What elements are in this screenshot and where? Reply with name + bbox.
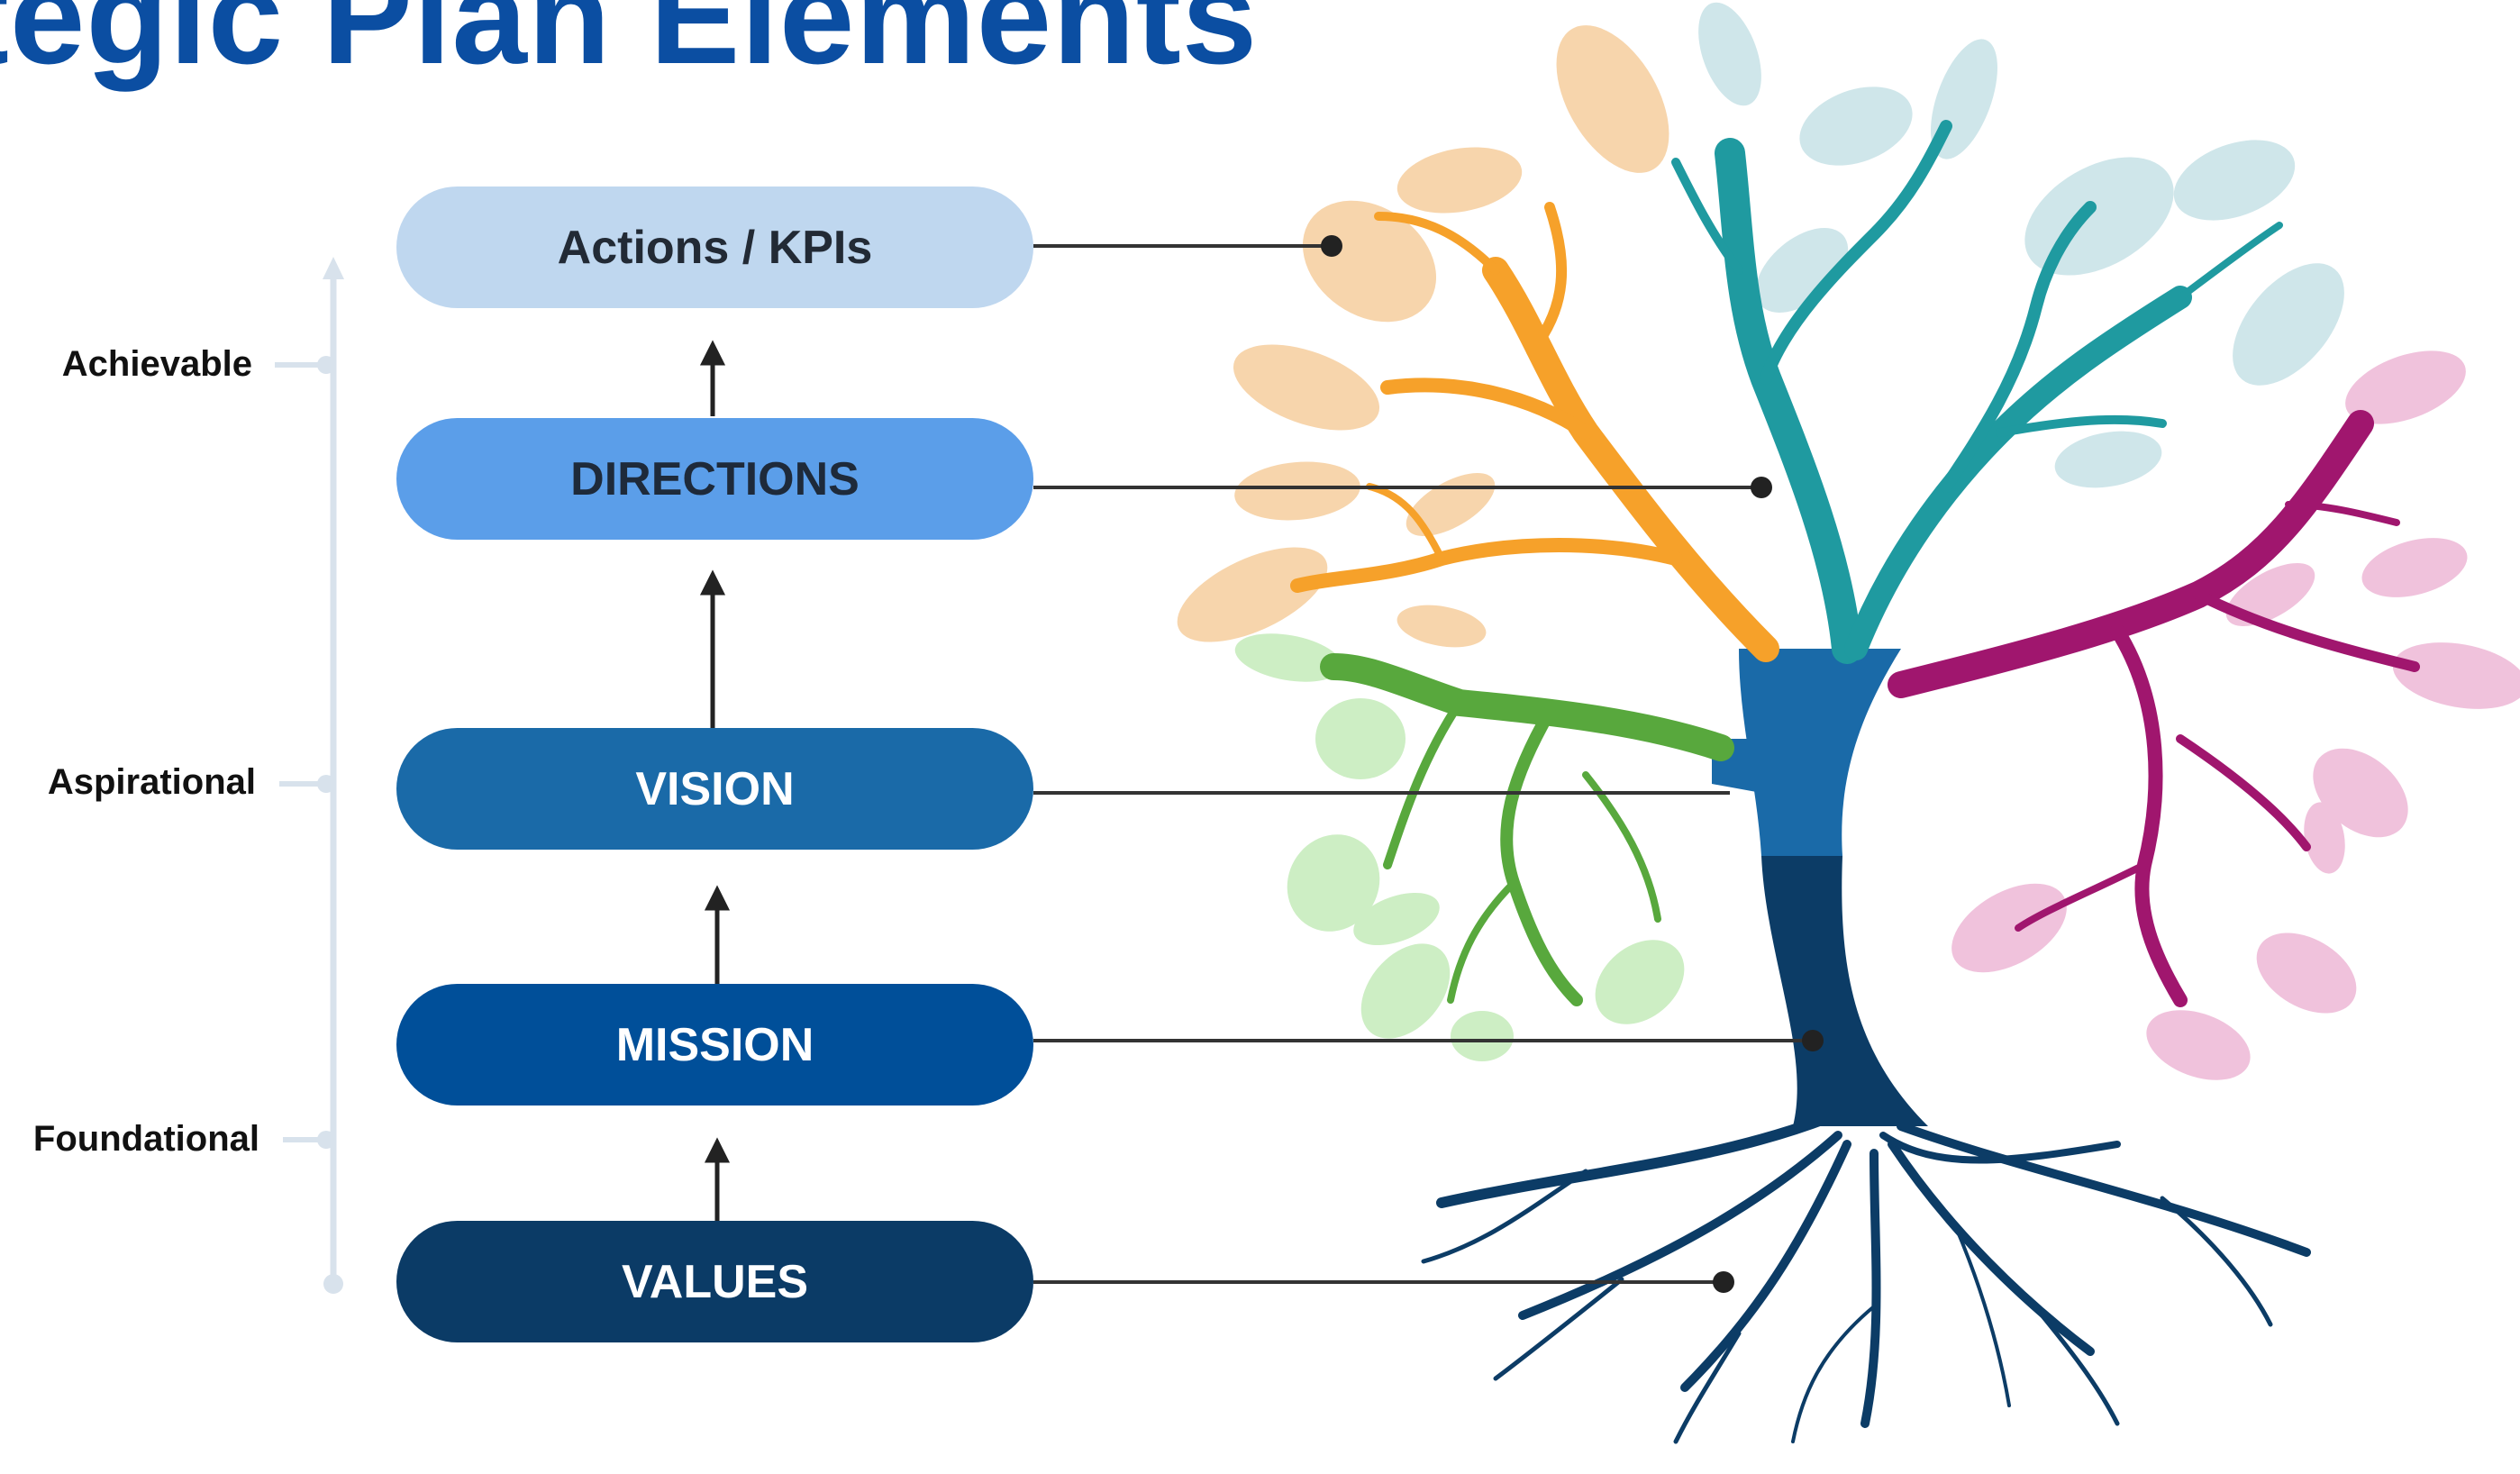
teal-branch: [1671, 120, 2283, 664]
level-label-achievable: Achievable: [61, 344, 252, 384]
arrow-up-icon: [699, 569, 726, 596]
trunk-upper: [1739, 649, 1901, 856]
element-values: VALUES: [396, 1221, 1033, 1342]
trunk-lower: [1761, 856, 1928, 1126]
roots: [1421, 1112, 2311, 1444]
level-label-aspirational: Aspirational: [47, 762, 256, 802]
element-actions-kpis: Actions / KPIs: [396, 187, 1033, 308]
element-mission: MISSION: [396, 984, 1033, 1106]
page-title: tegic Plan Elements: [0, 0, 1259, 92]
orange-leaves: [1177, 25, 1669, 648]
connectors: [1033, 244, 1811, 1284]
magenta-leaves: [1951, 350, 2520, 1080]
arrow-up-icon: [704, 1137, 731, 1163]
arrow-up-icon: [704, 885, 731, 911]
magenta-branch: [1888, 410, 2420, 1007]
green-branch: [1320, 653, 1734, 1006]
flow-arrows: [699, 340, 731, 1221]
green-leaves: [1234, 633, 1685, 1061]
level-label-foundational: Foundational: [32, 1119, 259, 1159]
scale-arrow-head-icon: [323, 257, 344, 279]
arrow-up-icon: [699, 340, 726, 366]
connector-dots: [1321, 235, 1824, 1293]
element-directions: DIRECTIONS: [396, 418, 1033, 540]
orange-branch: [1290, 202, 1779, 662]
scale-end-dot: [323, 1274, 343, 1294]
element-vision: VISION: [396, 728, 1033, 850]
